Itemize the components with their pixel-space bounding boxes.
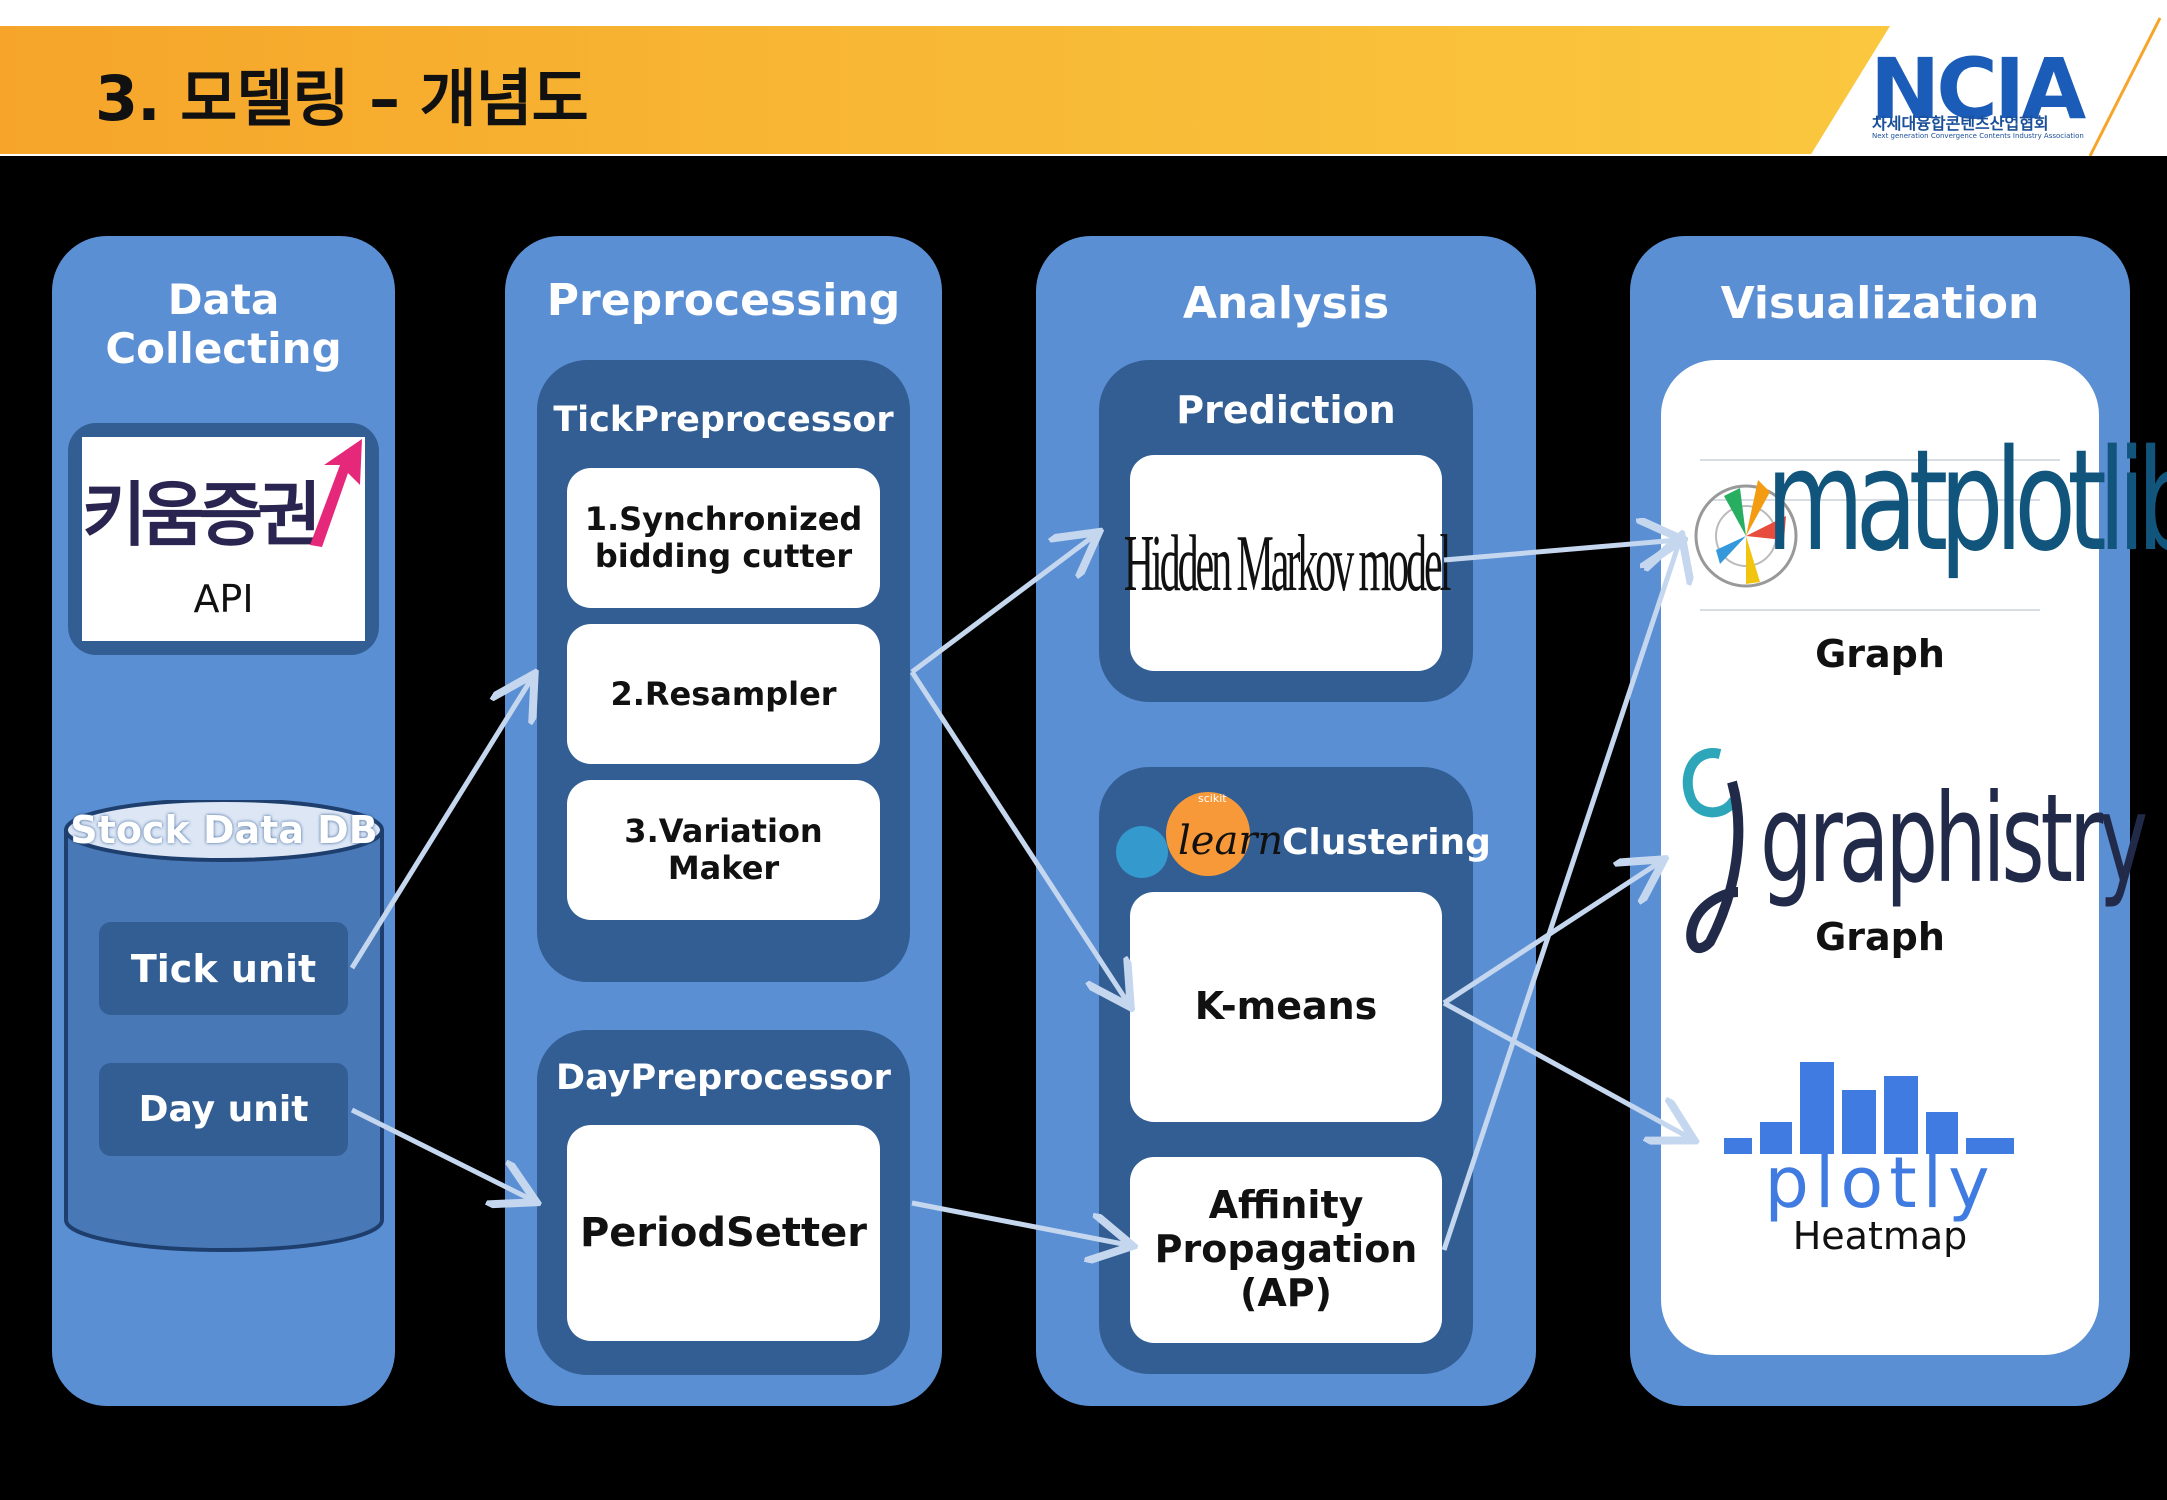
database-cylinder [64, 800, 384, 1252]
page-title: 3. 모델링 – 개념도 [95, 62, 589, 135]
day-unit-box: Day unit [99, 1063, 348, 1156]
ncia-logo-korean: 차세대융합콘텐츠산업협회 [1872, 114, 2049, 133]
tick-unit-box: Tick unit [99, 922, 348, 1015]
sklearn-scikit-text: scikit [1198, 792, 1227, 805]
graphistry-logo: graphistry [1760, 768, 2148, 910]
step1-line1: 1.Synchronized [584, 500, 863, 539]
logo-backdrop [1810, 17, 2167, 156]
matplotlib-polar-icon [1694, 480, 1798, 588]
panel-title-visualization: Visualization [1720, 278, 2040, 329]
ap-line1: Affinity [1208, 1183, 1364, 1228]
hmm-label: Hidden Markov model [1123, 517, 1452, 608]
matplotlib-logo: matplotlib [1766, 420, 2167, 583]
plotly-bars-icon [1724, 1062, 2014, 1154]
affinity-propagation-box: Affinity Propagation (AP) [1130, 1157, 1442, 1343]
resampler-box: 2.Resampler [567, 624, 880, 764]
db-title: Stock Data DB [70, 808, 378, 852]
kiwoom-api-caption: API [193, 577, 254, 621]
day-preprocessor-title: DayPreprocessor [556, 1058, 891, 1098]
ncia-logo-english: Next generation Convergence Contents Ind… [1872, 132, 2084, 140]
tick-preprocessor-title: TickPreprocessor [553, 400, 894, 440]
kmeans-label: K-means [1194, 984, 1378, 1029]
matplotlib-caption: Graph [1815, 632, 1945, 676]
period-setter-label: PeriodSetter [579, 1210, 868, 1256]
clustering-title: Clustering [1282, 822, 1491, 863]
panel-title-preprocessing: Preprocessing [546, 275, 901, 326]
hmm-box: Hidden Markov model [1124, 455, 1451, 671]
variation-maker-box: 3.Variation Maker [567, 780, 880, 920]
sklearn-learn-text: learn [1178, 818, 1284, 864]
ap-line3: (AP) [1240, 1270, 1332, 1315]
step1-line2: bidding cutter [594, 537, 853, 575]
synchronized-bidding-cutter-box: 1.Synchronized bidding cutter [567, 468, 880, 608]
graphistry-g-icon [1682, 748, 1744, 953]
ncia-logo: NCIA [1870, 40, 2086, 138]
title-band [0, 26, 2000, 154]
graphistry-caption: Graph [1815, 915, 1945, 959]
plotly-caption: Heatmap [1792, 1214, 1968, 1258]
step2-label: 2.Resampler [610, 674, 837, 713]
kiwoom-brand: 키움증권 [82, 474, 322, 556]
step3-line1: 3.Variation [624, 812, 823, 851]
tick-unit-label: Tick unit [130, 946, 317, 991]
step3-line2: Maker [667, 849, 780, 887]
panel-title-data-collecting: Data Collecting [105, 275, 342, 373]
panel-title-analysis: Analysis [1182, 278, 1390, 329]
prediction-title: Prediction [1176, 388, 1396, 432]
kiwoom-arrow-icon [310, 439, 362, 547]
kiwoom-logo-card: 키움증권 API [82, 437, 365, 641]
plotly-logo: plotly [1764, 1142, 1996, 1224]
day-unit-label: Day unit [138, 1089, 309, 1130]
kmeans-box: K-means [1130, 892, 1442, 1122]
ap-line2: Propagation [1154, 1227, 1418, 1272]
period-setter-box: PeriodSetter [567, 1125, 880, 1341]
